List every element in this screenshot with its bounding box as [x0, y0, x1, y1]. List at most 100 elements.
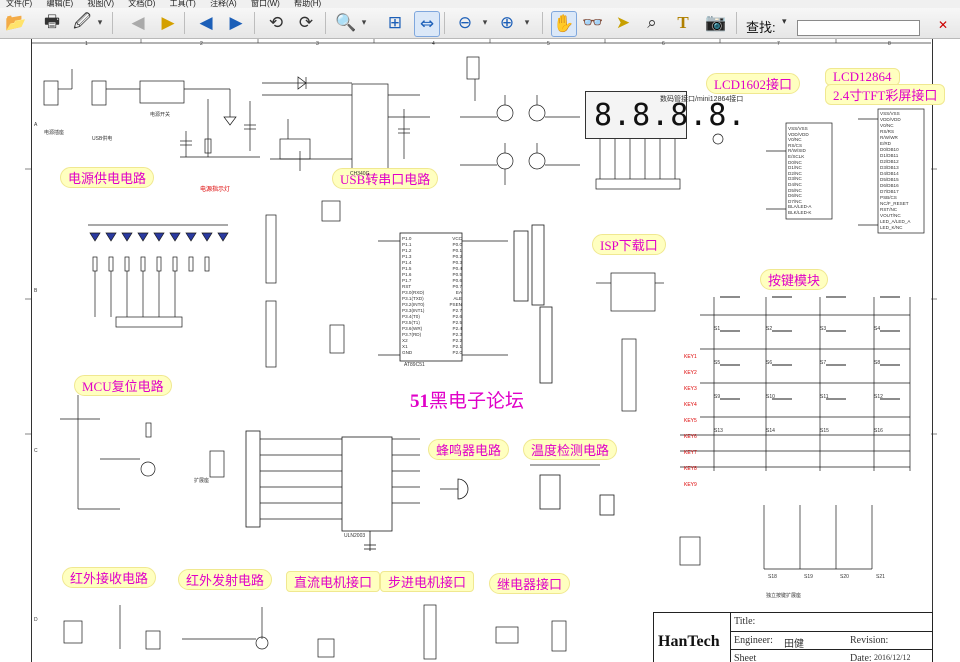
column-number: 7 — [777, 41, 780, 47]
section-label-buzzer: 蜂鸣器电路 — [428, 439, 510, 460]
lcd-pin-label: D3/NC — [788, 176, 802, 182]
select-arrow-icon[interactable]: ➤ — [615, 13, 631, 33]
next-page-icon[interactable]: ▶ — [161, 13, 175, 33]
lcd-pin-label: VDD/VDD — [788, 131, 809, 137]
mcu-pin-label: EA — [455, 290, 462, 295]
lcd-pin-label: BLK/LED-K — [788, 209, 812, 215]
reading-glasses-icon[interactable]: 👓 — [582, 13, 604, 33]
lcd-pin-label: D2/NC — [788, 170, 802, 176]
fit-page-icon[interactable]: ⊞ — [387, 13, 403, 33]
chip-u2-name: AT89C51 — [404, 362, 425, 368]
share-icon[interactable]: 🖉 — [72, 11, 92, 32]
fit-width-icon[interactable]: ⇔ — [414, 11, 440, 37]
menu-item[interactable]: 编辑(E) — [46, 0, 74, 8]
tft-pin-label: V0/NC — [880, 123, 894, 128]
back-icon[interactable]: ◀ — [199, 13, 213, 33]
section-label-power: 电源供电电路 — [60, 167, 155, 188]
key-switch-label: S11 — [820, 394, 829, 400]
key-row-label: KEY9 — [684, 482, 697, 488]
section-label-lcd12864-tft: 2.4寸TFT彩屏接口 — [825, 84, 946, 105]
lcd-pin-label: R/W/SID — [788, 148, 806, 154]
column-number: 2 — [200, 41, 203, 47]
mcu-pin-label: P1.4 — [402, 260, 412, 265]
lcd-mini-note: 数码管接口/mini12864接口 — [660, 96, 744, 103]
column-number: 3 — [316, 41, 319, 47]
lcd-pin-label: D0/NC — [788, 159, 802, 165]
menu-item[interactable]: 文档(D) — [128, 0, 156, 8]
section-label-relay: 继电器接口 — [489, 573, 571, 594]
hand-tool-icon[interactable]: ✋ — [551, 11, 577, 37]
menu-item[interactable]: 视图(V) — [87, 0, 115, 8]
zoom-out-icon[interactable]: ⊖ — [457, 13, 473, 33]
menu-item[interactable]: 帮助(H) — [294, 0, 322, 8]
display-digits: 8.8.8.8. — [594, 98, 747, 133]
key-row-label: KEY1 — [684, 354, 697, 360]
independent-key-label: S21 — [876, 574, 885, 580]
zoom-in-plus-icon[interactable]: ⊕ — [499, 13, 515, 33]
binoculars-icon[interactable]: ⌕ — [647, 13, 657, 33]
chevron-down-icon[interactable]: ▾ — [482, 18, 488, 28]
key-switch-label: S8 — [874, 360, 881, 366]
tft-pin-label: D2/DB12 — [880, 159, 899, 164]
key-switch-label: S13 — [714, 428, 723, 434]
key-switch-label: S4 — [874, 326, 881, 332]
chevron-down-icon[interactable]: ▾ — [524, 18, 530, 28]
chevron-down-icon[interactable]: ▾ — [361, 18, 367, 28]
power-indicator-note: 电源指示灯 — [200, 187, 231, 193]
snapshot-icon[interactable]: 📷 — [705, 13, 727, 33]
rotate-right-icon[interactable]: ⟳ — [298, 13, 314, 33]
section-label-stepper-motor: 步进电机接口 — [380, 571, 475, 592]
ext-socket-note: 扩展座 — [194, 478, 210, 484]
tft-pin-label: LED_K/NC — [880, 225, 903, 230]
key-row-label: KEY4 — [684, 402, 697, 408]
tft-pin-label: VOUT/NC — [880, 213, 901, 218]
lcd-pin-label: VSS/VSS — [788, 126, 808, 131]
forum-text: 黑电子论坛 — [429, 391, 525, 412]
chevron-down-icon[interactable]: ▾ — [97, 18, 103, 28]
menu-item[interactable]: 注释(A) — [210, 0, 237, 8]
tft-pin-label: D1/DB11 — [880, 153, 899, 158]
lcd-pin-label: RS/CS — [788, 142, 803, 148]
mcu-pin-label: X1 — [402, 344, 408, 349]
print-icon[interactable]: 🖶 — [43, 11, 61, 32]
lcd-pin-label: BLA/LED-A — [788, 204, 812, 210]
schematic-drawing: 1 2 3 4 5 6 7 8 A B C D — [25, 39, 937, 660]
open-icon[interactable]: 📂 — [5, 13, 27, 33]
toolbar: 📂 🖶 🖉 ▾ ◀ ▶ ◀ ▶ ⟲ ⟳ 🔍 ▾ ⊞ ⇔ ⊖ ▾ ⊕ ▾ ✋ 👓 … — [0, 8, 960, 39]
column-number: 8 — [888, 41, 891, 47]
usb-power-note: USB供电 — [92, 136, 113, 142]
lcd-pin-label: D1/NC — [788, 165, 802, 171]
mcu-pin-label: P2.6 — [452, 314, 462, 319]
prev-page-icon[interactable]: ◀ — [131, 13, 145, 33]
find-input[interactable] — [797, 20, 920, 36]
section-label-dc-motor: 直流电机接口 — [286, 571, 381, 592]
tft-pin-label: PSB/CS — [880, 195, 897, 200]
zoom-in-icon[interactable]: 🔍 — [335, 13, 357, 33]
lcd-pin-label: D7/NC — [788, 198, 802, 204]
mcu-pin-label: P3.2(INT0) — [402, 302, 425, 307]
mcu-pin-label: P1.7 — [402, 278, 412, 283]
tft-pin-label: VSS/VSS — [880, 111, 900, 116]
section-label-ir-transmit: 红外发射电路 — [178, 569, 273, 590]
revision-label: Revision: — [850, 635, 889, 646]
title-label: Title: — [734, 616, 756, 627]
mcu-pin-label: GND — [402, 350, 413, 355]
menu-item[interactable]: 文件(F) — [6, 0, 33, 8]
forward-icon[interactable]: ▶ — [229, 13, 243, 33]
menu-item[interactable]: 窗口(W) — [250, 0, 280, 8]
mcu-pin-label: P2.4 — [452, 326, 462, 331]
tft-pin-label: NC/F_RESET — [880, 201, 909, 206]
key-row-label: KEY6 — [684, 434, 697, 440]
mcu-pin-label: P3.3(INT1) — [402, 308, 425, 313]
close-icon[interactable]: ✕ — [938, 18, 949, 32]
rotate-left-icon[interactable]: ⟲ — [268, 13, 284, 33]
chevron-down-icon[interactable]: ▾ — [782, 16, 787, 26]
text-select-icon[interactable]: T — [677, 13, 689, 32]
section-label-ir-receive: 红外接收电路 — [62, 567, 157, 588]
date-value: 2016/12/12 — [874, 653, 911, 662]
column-number: 6 — [662, 41, 665, 47]
menu-item[interactable]: 工具(T) — [169, 0, 196, 8]
document-view[interactable]: 1 2 3 4 5 6 7 8 A B C D 8.8.8.8. 电源供电电路 … — [0, 39, 960, 662]
